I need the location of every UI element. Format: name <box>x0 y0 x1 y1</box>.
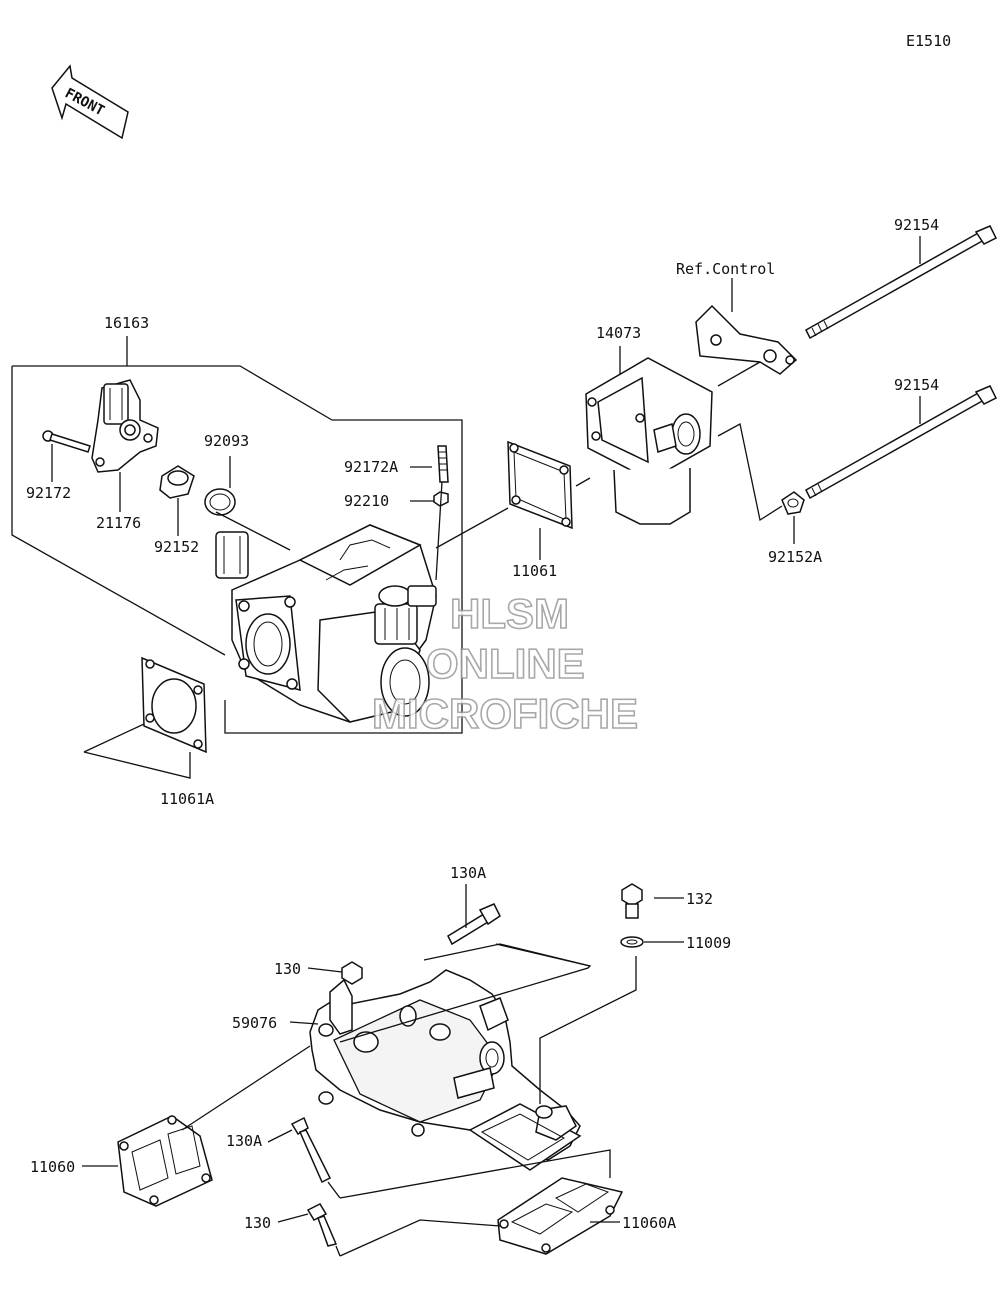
bolt-92154-top <box>805 225 998 340</box>
gasket-11061A <box>141 656 207 754</box>
bolt-130A-bottom <box>290 1116 332 1184</box>
label-11061: 11061 <box>512 562 557 580</box>
throttle-position-sensor <box>91 379 159 473</box>
diagram-code: E1510 <box>906 32 951 50</box>
label-92172: 92172 <box>26 484 71 502</box>
label-92154-top: 92154 <box>894 216 939 234</box>
screw-92172 <box>42 430 91 453</box>
lower-leader-lines <box>82 884 684 1257</box>
bolt-92154-bottom <box>805 385 998 500</box>
bolt-130A-top <box>447 903 501 946</box>
gasket-11061 <box>507 440 573 530</box>
label-130-bottom: 130 <box>244 1214 271 1232</box>
label-92210: 92210 <box>344 492 389 510</box>
label-130A-top: 130A <box>450 864 486 882</box>
label-21176: 21176 <box>96 514 141 532</box>
stud-92172A <box>437 445 449 483</box>
washer-11009 <box>620 936 644 948</box>
throttle-body-assembly-frame <box>11 336 463 734</box>
label-130-top: 130 <box>274 960 301 978</box>
watermark-line3: MICROFICHE <box>372 690 638 737</box>
manifold-body <box>309 969 582 1171</box>
gasket-11060 <box>117 1115 213 1207</box>
label-132: 132 <box>686 890 713 908</box>
label-11009: 11009 <box>686 934 731 952</box>
spacer-92152 <box>159 465 195 499</box>
bolt-130-top <box>341 961 363 985</box>
control-bracket <box>695 304 798 375</box>
label-16163: 16163 <box>104 314 149 332</box>
label-92152: 92152 <box>154 538 199 556</box>
label-92152A: 92152A <box>768 548 822 566</box>
label-92172A: 92172A <box>344 458 398 476</box>
label-92093: 92093 <box>204 432 249 450</box>
gasket-11060A <box>497 1177 624 1255</box>
throttle-body <box>215 524 437 723</box>
housing-14073 <box>585 357 713 525</box>
label-11061A: 11061A <box>160 790 214 808</box>
bolt-132 <box>621 883 643 919</box>
label-ref-control: Ref.Control <box>676 260 775 278</box>
o-ring-92093 <box>204 488 236 516</box>
label-11060: 11060 <box>30 1158 75 1176</box>
label-11060A: 11060A <box>622 1214 676 1232</box>
watermark: HLSM ONLINE MICROFICHE <box>371 589 639 738</box>
label-130A-bottom: 130A <box>226 1132 262 1150</box>
watermark-line2: ONLINE <box>426 640 585 687</box>
label-59076: 59076 <box>232 1014 277 1032</box>
upper-leader-lines <box>51 236 921 779</box>
front-arrow-icon: FRONT <box>51 64 129 140</box>
bolt-130-bottom <box>306 1203 338 1247</box>
collar-92152A <box>781 491 805 515</box>
label-14073: 14073 <box>596 324 641 342</box>
label-92154-bottom: 92154 <box>894 376 939 394</box>
watermark-line1: HLSM <box>450 590 569 637</box>
